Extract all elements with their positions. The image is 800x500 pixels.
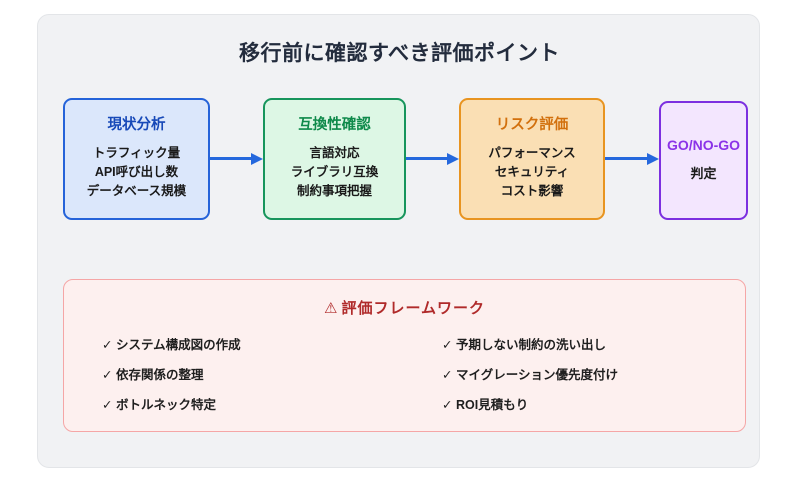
flow-step-analysis[interactable]: 現状分析 トラフィック量 API呼び出し数 データベース規模 bbox=[63, 98, 210, 220]
check-icon: ✓ bbox=[442, 398, 453, 412]
checklist-item-label: 依存関係の整理 bbox=[116, 368, 204, 382]
framework-checklist-right-column: ✓予期しない制約の洗い出し ✓マイグレーション優先度付け ✓ROI見積もり bbox=[442, 334, 618, 413]
warning-triangle-icon: ⚠ bbox=[323, 300, 339, 317]
arrow-head-icon bbox=[251, 153, 263, 165]
arrow-risk-to-decision bbox=[605, 153, 659, 165]
arrow-compatibility-to-risk bbox=[406, 153, 459, 165]
framework-title-label: 評価フレームワーク bbox=[341, 300, 485, 317]
checklist-item[interactable]: ✓システム構成図の作成 bbox=[102, 334, 442, 353]
flow-step-compatibility-details: 言語対応 ライブラリ互換 制約事項把握 bbox=[291, 144, 379, 202]
checklist-item-label: ボトルネック特定 bbox=[116, 398, 217, 412]
flow-step-risk-detail-1: パフォーマンス bbox=[488, 145, 576, 160]
framework-panel: ⚠評価フレームワーク ✓システム構成図の作成 ✓依存関係の整理 ✓ボトルネック特… bbox=[63, 279, 746, 432]
checklist-item-label: 予期しない制約の洗い出し bbox=[456, 338, 607, 352]
arrow-shaft bbox=[605, 157, 647, 160]
flow-step-analysis-heading: 現状分析 bbox=[107, 117, 166, 134]
check-icon: ✓ bbox=[442, 338, 453, 352]
flow-step-analysis-detail-3: データベース規模 bbox=[86, 184, 187, 199]
checklist-item[interactable]: ✓依存関係の整理 bbox=[102, 364, 442, 383]
flow-step-analysis-detail-2: API呼び出し数 bbox=[94, 164, 179, 179]
flow-step-compatibility-detail-1: 言語対応 bbox=[309, 145, 360, 160]
flow-step-risk[interactable]: リスク評価 パフォーマンス セキュリティ コスト影響 bbox=[459, 98, 605, 220]
checklist-item[interactable]: ✓マイグレーション優先度付け bbox=[442, 364, 618, 383]
check-icon: ✓ bbox=[102, 338, 113, 352]
check-icon: ✓ bbox=[102, 398, 113, 412]
checklist-item[interactable]: ✓ROI見積もり bbox=[442, 394, 618, 413]
flow-step-decision[interactable]: GO/NO-GO 判定 bbox=[659, 101, 748, 220]
flow-step-compatibility-detail-2: ライブラリ互換 bbox=[290, 164, 379, 179]
checklist-item-label: ROI見積もり bbox=[456, 398, 529, 412]
checklist-item[interactable]: ✓予期しない制約の洗い出し bbox=[442, 334, 618, 353]
flow-step-risk-detail-2: セキュリティ bbox=[494, 164, 570, 179]
framework-checklist-left-column: ✓システム構成図の作成 ✓依存関係の整理 ✓ボトルネック特定 bbox=[102, 334, 442, 413]
checklist-item-label: システム構成図の作成 bbox=[116, 338, 241, 352]
checklist-item[interactable]: ✓ボトルネック特定 bbox=[102, 394, 442, 413]
flow-step-risk-details: パフォーマンス セキュリティ コスト影響 bbox=[488, 144, 575, 202]
flow-step-risk-heading: リスク評価 bbox=[495, 117, 569, 134]
check-icon: ✓ bbox=[442, 368, 453, 382]
arrow-shaft bbox=[210, 157, 251, 160]
arrow-head-icon bbox=[647, 153, 659, 165]
framework-title: ⚠評価フレームワーク bbox=[64, 297, 745, 318]
flow-step-decision-heading: GO/NO-GO bbox=[666, 137, 741, 154]
flow-step-risk-detail-3: コスト影響 bbox=[500, 184, 564, 199]
flow-step-compatibility[interactable]: 互換性確認 言語対応 ライブラリ互換 制約事項把握 bbox=[263, 98, 406, 220]
flow-step-decision-detail-1: 判定 bbox=[690, 165, 717, 181]
check-icon: ✓ bbox=[102, 368, 113, 382]
arrow-head-icon bbox=[447, 153, 459, 165]
flow-step-analysis-detail-1: トラフィック量 bbox=[92, 145, 181, 160]
framework-checklist: ✓システム構成図の作成 ✓依存関係の整理 ✓ボトルネック特定 ✓予期しない制約の… bbox=[64, 334, 745, 413]
flow-step-decision-details: 判定 bbox=[690, 164, 716, 184]
flow-step-analysis-details: トラフィック量 API呼び出し数 データベース規模 bbox=[87, 144, 186, 202]
page-title: 移行前に確認すべき評価ポイント bbox=[238, 42, 561, 65]
flow-step-compatibility-heading: 互換性確認 bbox=[298, 117, 371, 134]
flow-step-compatibility-detail-3: 制約事項把握 bbox=[296, 184, 372, 199]
checklist-item-label: マイグレーション優先度付け bbox=[456, 368, 619, 382]
diagram-panel: 移行前に確認すべき評価ポイント 現状分析 トラフィック量 API呼び出し数 デー… bbox=[37, 14, 760, 468]
arrow-analysis-to-compatibility bbox=[210, 153, 263, 165]
arrow-shaft bbox=[406, 157, 447, 160]
